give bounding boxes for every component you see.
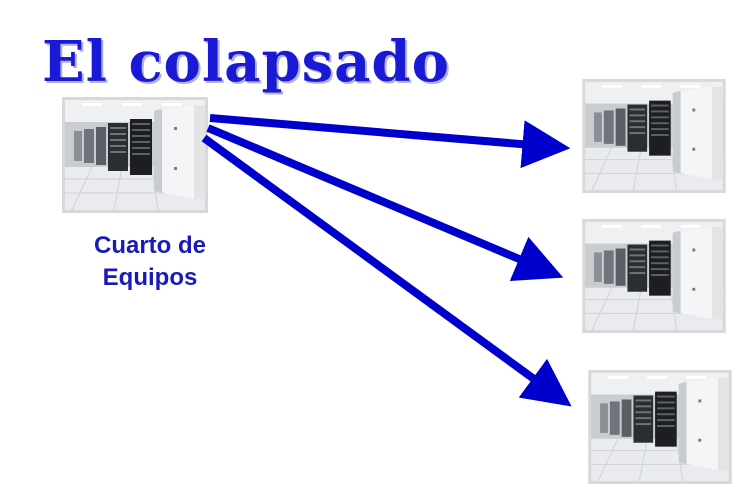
- arrow-to-target-2: [206, 124, 564, 282]
- target-photo-3: [587, 370, 733, 484]
- equipment-room-label: Cuarto de Equipos: [62, 230, 238, 294]
- arrow-to-target-1: [209, 114, 571, 169]
- arrow-to-target-3: [201, 134, 572, 407]
- equipment-room-photo: [62, 97, 208, 213]
- target-photo-1: [581, 79, 727, 193]
- page-title: El colapsado: [42, 29, 450, 95]
- target-photo-2: [581, 219, 727, 333]
- equipment-room-label-line2: Equipos: [102, 264, 198, 291]
- equipment-room-label-line1: Cuarto de: [93, 232, 206, 259]
